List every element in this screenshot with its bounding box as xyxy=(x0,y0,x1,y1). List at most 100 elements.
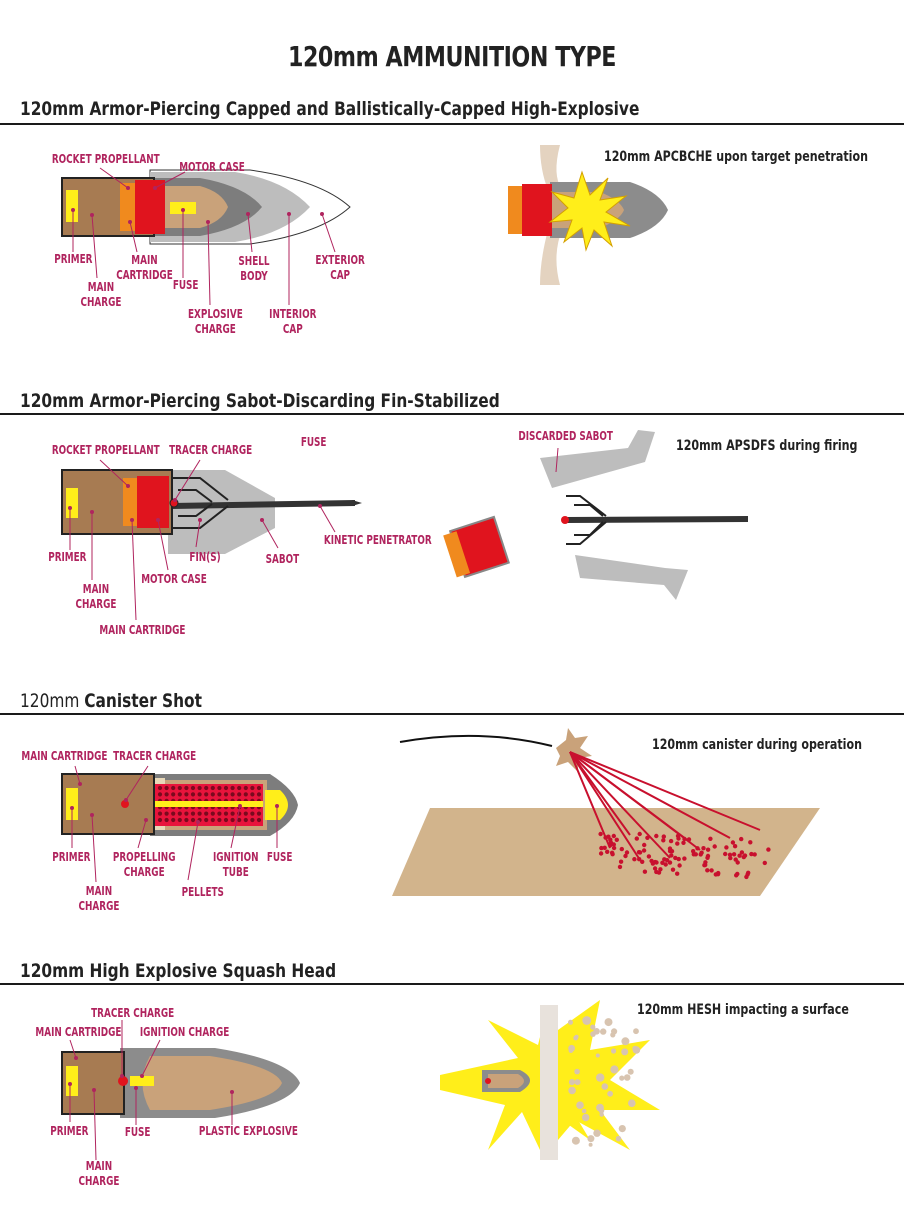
spall-fragment xyxy=(607,1090,613,1097)
spall-fragment xyxy=(627,1068,634,1075)
pellet-impact xyxy=(654,869,659,875)
pellet-impact xyxy=(667,860,673,865)
pellet-impact xyxy=(660,860,665,865)
pellet xyxy=(184,792,189,797)
spall-fragment xyxy=(568,1019,573,1025)
pellet-trajectory xyxy=(569,751,761,831)
pellet-impact xyxy=(682,856,687,861)
pellet xyxy=(223,792,229,797)
label-main-charge: MAIN CHARGE xyxy=(78,1159,120,1188)
spall-fragment xyxy=(633,1028,639,1035)
pellet xyxy=(217,817,222,823)
section-title-prefix: 120mm xyxy=(20,690,85,712)
pellet-impact xyxy=(737,853,742,858)
spall-fragment xyxy=(582,1016,592,1025)
section-title-canister: 120mm Canister Shot xyxy=(20,690,202,712)
pellet-trajectory xyxy=(569,751,611,849)
pellet-impact xyxy=(713,872,718,877)
pellet-impact xyxy=(749,851,754,857)
pellet-impact xyxy=(642,842,647,848)
pellet-impact xyxy=(637,850,643,855)
spall-fragment xyxy=(623,1074,631,1081)
pellet xyxy=(250,792,255,797)
pellet-impact xyxy=(709,868,714,873)
pellet xyxy=(256,792,262,797)
pellet-impact xyxy=(731,852,737,857)
pellet-impact xyxy=(677,863,682,868)
label-sabot: SABOT xyxy=(265,552,300,566)
pellet-impact xyxy=(624,850,630,855)
pellet xyxy=(204,792,209,797)
label-fuse: FUSE xyxy=(172,278,199,292)
label-kinetic-penetrator: KINETIC PENETRATOR xyxy=(323,533,432,547)
label-primer: PRIMER xyxy=(48,550,87,564)
spall-fragment xyxy=(587,1135,595,1143)
pellet xyxy=(177,817,182,823)
pellet xyxy=(164,792,169,797)
canister-rays xyxy=(569,751,761,861)
pellet-impact xyxy=(662,857,667,862)
pellet-impact xyxy=(646,854,652,859)
spall-fragment xyxy=(604,1018,613,1027)
pellet xyxy=(217,785,222,791)
pellet-impact xyxy=(661,834,666,839)
pellet xyxy=(210,792,215,797)
label-ignition-charge: IGNITION CHARGE xyxy=(139,1025,230,1039)
label-primer: PRIMER xyxy=(54,252,93,266)
apcbche-leader-lines xyxy=(71,167,336,306)
pellet xyxy=(237,785,242,791)
pellet-trajectory xyxy=(569,751,691,843)
pellet xyxy=(250,785,255,791)
pellet-impact xyxy=(724,845,729,850)
pellet-impact xyxy=(698,852,703,857)
spall-fragment xyxy=(610,1065,619,1074)
pellet-impact xyxy=(632,857,637,862)
pellet xyxy=(256,811,262,816)
canister-cross-section xyxy=(61,773,298,836)
pellet-impact xyxy=(637,857,642,862)
pellet-impact xyxy=(598,851,604,856)
pellet xyxy=(177,792,182,797)
pellet xyxy=(197,785,202,791)
pellet xyxy=(210,811,215,816)
label-interior-cap: INTERIOR CAP xyxy=(269,307,317,336)
spall-fragment xyxy=(568,1079,576,1086)
spall-fragment xyxy=(619,1075,625,1081)
pellet-impact xyxy=(649,858,654,864)
pellet-impact xyxy=(640,859,645,864)
pellet xyxy=(204,811,209,816)
pellet-trajectory xyxy=(569,751,631,836)
pellet xyxy=(223,817,229,823)
pellet-impact xyxy=(661,838,666,843)
pellet-impact xyxy=(669,849,675,854)
label-main-charge: MAIN CHARGE xyxy=(75,582,117,611)
apsdfs-firing-art xyxy=(443,430,748,600)
pellet-impact xyxy=(637,831,642,837)
label-fuse: FUSE xyxy=(124,1125,151,1139)
label-discarded-sabot: DISCARDED SABOT xyxy=(518,429,613,443)
section-title-apcbche: 120mm Armor-Piercing Capped and Ballisti… xyxy=(20,98,640,120)
label-fuse: FUSE xyxy=(266,850,293,864)
pellet xyxy=(210,817,215,823)
pellet-impact xyxy=(670,867,676,872)
canister-leader-lines xyxy=(70,765,279,883)
pellet-trajectory xyxy=(569,751,731,839)
pellet xyxy=(204,785,209,791)
label-pellets: PELLETS xyxy=(181,885,224,899)
pellet xyxy=(157,811,163,816)
pellet-impact xyxy=(705,853,711,859)
label-ignition-tube: IGNITION TUBE xyxy=(212,850,259,879)
pellet-impact xyxy=(752,852,757,857)
pellet-impact xyxy=(658,867,663,872)
pellet-impact xyxy=(686,837,692,842)
pellet xyxy=(197,811,202,816)
pellet-impact xyxy=(730,840,736,845)
caption-canister: 120mm canister during operation xyxy=(652,737,862,753)
pellet-impact xyxy=(641,848,647,853)
hesh-leader-lines xyxy=(68,1020,234,1161)
spall-fragment xyxy=(576,1101,584,1109)
pellet-impact xyxy=(614,837,619,842)
pellet-impact xyxy=(611,833,616,839)
apcbche-cross-section xyxy=(61,169,351,245)
spall-fragment xyxy=(621,1037,630,1046)
